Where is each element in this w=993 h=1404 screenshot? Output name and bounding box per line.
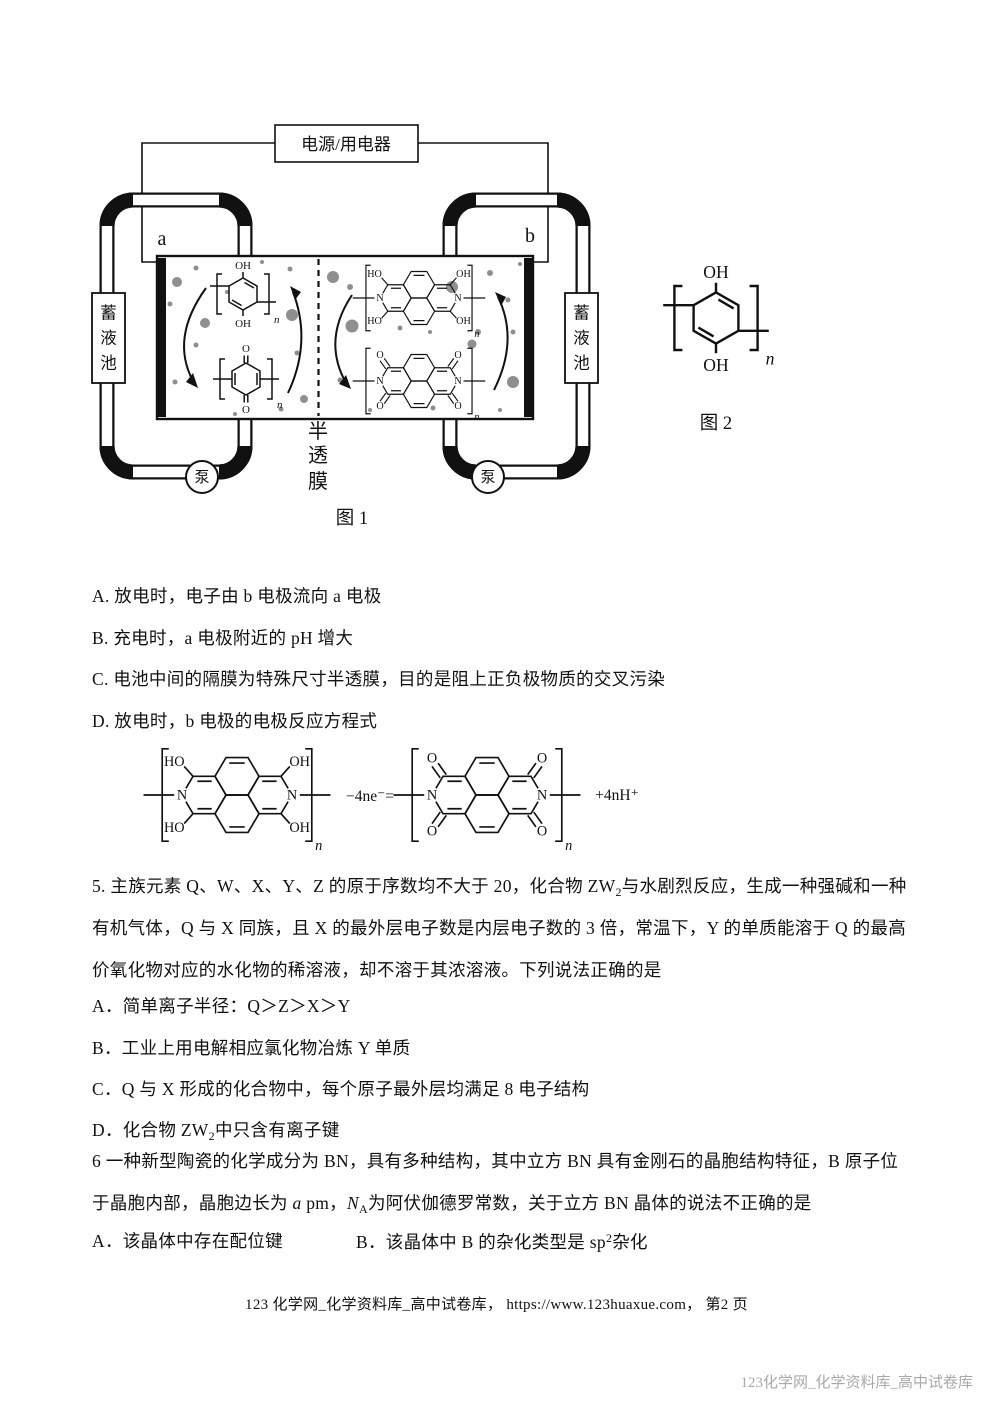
q5-stem-line2: 有机气体，Q 与 X 同族，且 X 的最外层电子数是内层电子数的 3 倍，常温下…: [92, 918, 907, 938]
q5-stem-text: 5. 主族元素 Q、W、X、Y、Z 的原于序数均不大于 20，化合物 ZW: [92, 876, 616, 896]
q5-sub2: 2: [615, 885, 622, 899]
tank-left-label: 液: [100, 329, 117, 348]
figure2-caption: 图 2: [700, 414, 732, 434]
q6-avogadro-sub: A: [358, 1202, 368, 1216]
tank-left-label: 池: [100, 354, 117, 373]
q5-option-d: D．化合物 ZW2中只含有离子键: [92, 1120, 340, 1144]
electrode-a-label: a: [158, 228, 167, 250]
q5-option-d-sub: 2: [208, 1129, 215, 1143]
pump-right-label: 泵: [480, 470, 495, 486]
q6-option-b-text: B．该晶体中 B 的杂化类型是 sp: [356, 1232, 606, 1252]
equation-tail-text: +4nH⁺: [595, 787, 639, 804]
pump-left: [185, 460, 219, 494]
q6-option-b-text: 杂化: [612, 1232, 648, 1252]
q4-option-a: A. 放电时，电子由 b 电极流向 a 电极: [92, 586, 382, 606]
electrode-reaction-equation: −4ne⁻= +4nH⁺: [140, 725, 639, 870]
equation-rhs-structure: [394, 749, 581, 854]
q6-option-b-sup: 2: [605, 1231, 613, 1245]
membrane-label: 半: [308, 420, 328, 443]
figure1-caption: 图 1: [336, 509, 368, 529]
pipe-corner: [442, 192, 591, 480]
tank-right-label: 池: [573, 354, 590, 373]
redox-cycle-arrows: [183, 286, 509, 394]
q6-edge-var: a: [292, 1193, 302, 1213]
q6-avogadro-n: N: [346, 1193, 359, 1213]
q4-option-d: D. 放电时，b 电极的电极反应方程式: [92, 711, 378, 731]
pipe-loop-left: [99, 192, 253, 480]
equation-lhs-structure: [144, 749, 331, 854]
page-footer: 123 化学网_化学资料库_高中试卷库， https://www.123huax…: [245, 1297, 748, 1313]
q6-stem-line2: 于晶胞内部，晶胞边长为 a pm，NA为阿伏伽德罗常数，关于立方 BN 晶体的说…: [92, 1193, 812, 1217]
q6-stem-text: 为阿伏伽德罗常数，关于立方 BN 晶体的说法不正确的是: [367, 1193, 812, 1213]
pump-left-label: 泵: [194, 470, 209, 486]
q5-option-d-text: D．化合物 ZW: [92, 1120, 209, 1140]
q6-option-a: A．该晶体中存在配位键: [92, 1231, 283, 1251]
figure1-flow-battery-diagram: OH OH n O O n N N n: [91, 124, 776, 529]
q5-option-d-text: 中只含有离子键: [214, 1120, 340, 1140]
q6-stem-text: 于晶胞内部，晶胞边长为: [92, 1193, 293, 1213]
q6-stem-line1: 6 一种新型陶瓷的化学成分为 BN，具有多种结构，其中立方 BN 具有金刚石的晶…: [92, 1151, 899, 1171]
q4-option-c: C. 电池中间的隔膜为特殊尺寸半透膜，目的是阻上正负极物质的交叉污染: [92, 669, 666, 689]
q5-option-a: A．简单离子半径：Q＞Z＞X＞Y: [92, 996, 351, 1016]
q5-stem-text: 与水剧烈反应，生成一种强碱和一种: [621, 876, 907, 896]
q5-stem-line3: 价氧化物对应的水化物的稀溶液，却不溶于其浓溶液。下列说法正确的是: [92, 960, 662, 980]
electrode-b-label: b: [525, 225, 535, 247]
figure2-structure: [662, 260, 776, 376]
q6-option-b: B．该晶体中 B 的杂化类型是 sp2杂化: [356, 1231, 648, 1254]
electrode-b-bar: [524, 258, 533, 417]
pipe-loop-right: [442, 192, 591, 480]
tank-left-label: 蓄: [100, 304, 117, 323]
q5-option-c: C．Q 与 X 形成的化合物中，每个原子最外层均满足 8 电子结构: [92, 1079, 590, 1099]
tank-left-box: [91, 292, 126, 384]
membrane-label: 膜: [308, 470, 328, 493]
membrane-label: 透: [308, 444, 328, 467]
site-watermark: 123化学网_化学资料库_高中试卷库: [740, 1375, 973, 1391]
power-source-label: 电源/用电器: [301, 135, 391, 154]
tank-right-box: [564, 292, 599, 384]
pump-right: [471, 460, 505, 494]
tank-right-label: 蓄: [573, 304, 590, 323]
electrode-a-bar: [157, 258, 166, 417]
equation-join-text: −4ne⁻=: [346, 788, 394, 805]
q6-stem-text: pm，: [301, 1193, 347, 1213]
tank-right-label: 液: [573, 329, 590, 348]
power-source-box: [274, 124, 419, 163]
pipe-corner: [99, 192, 253, 480]
q5-stem-line1: 5. 主族元素 Q、W、X、Y、Z 的原于序数均不大于 20，化合物 ZW2与水…: [92, 876, 907, 900]
q5-option-b: B．工业上用电解相应氯化物冶炼 Y 单质: [92, 1038, 411, 1058]
q4-option-b: B. 充电时，a 电极附近的 pH 增大: [92, 628, 354, 648]
